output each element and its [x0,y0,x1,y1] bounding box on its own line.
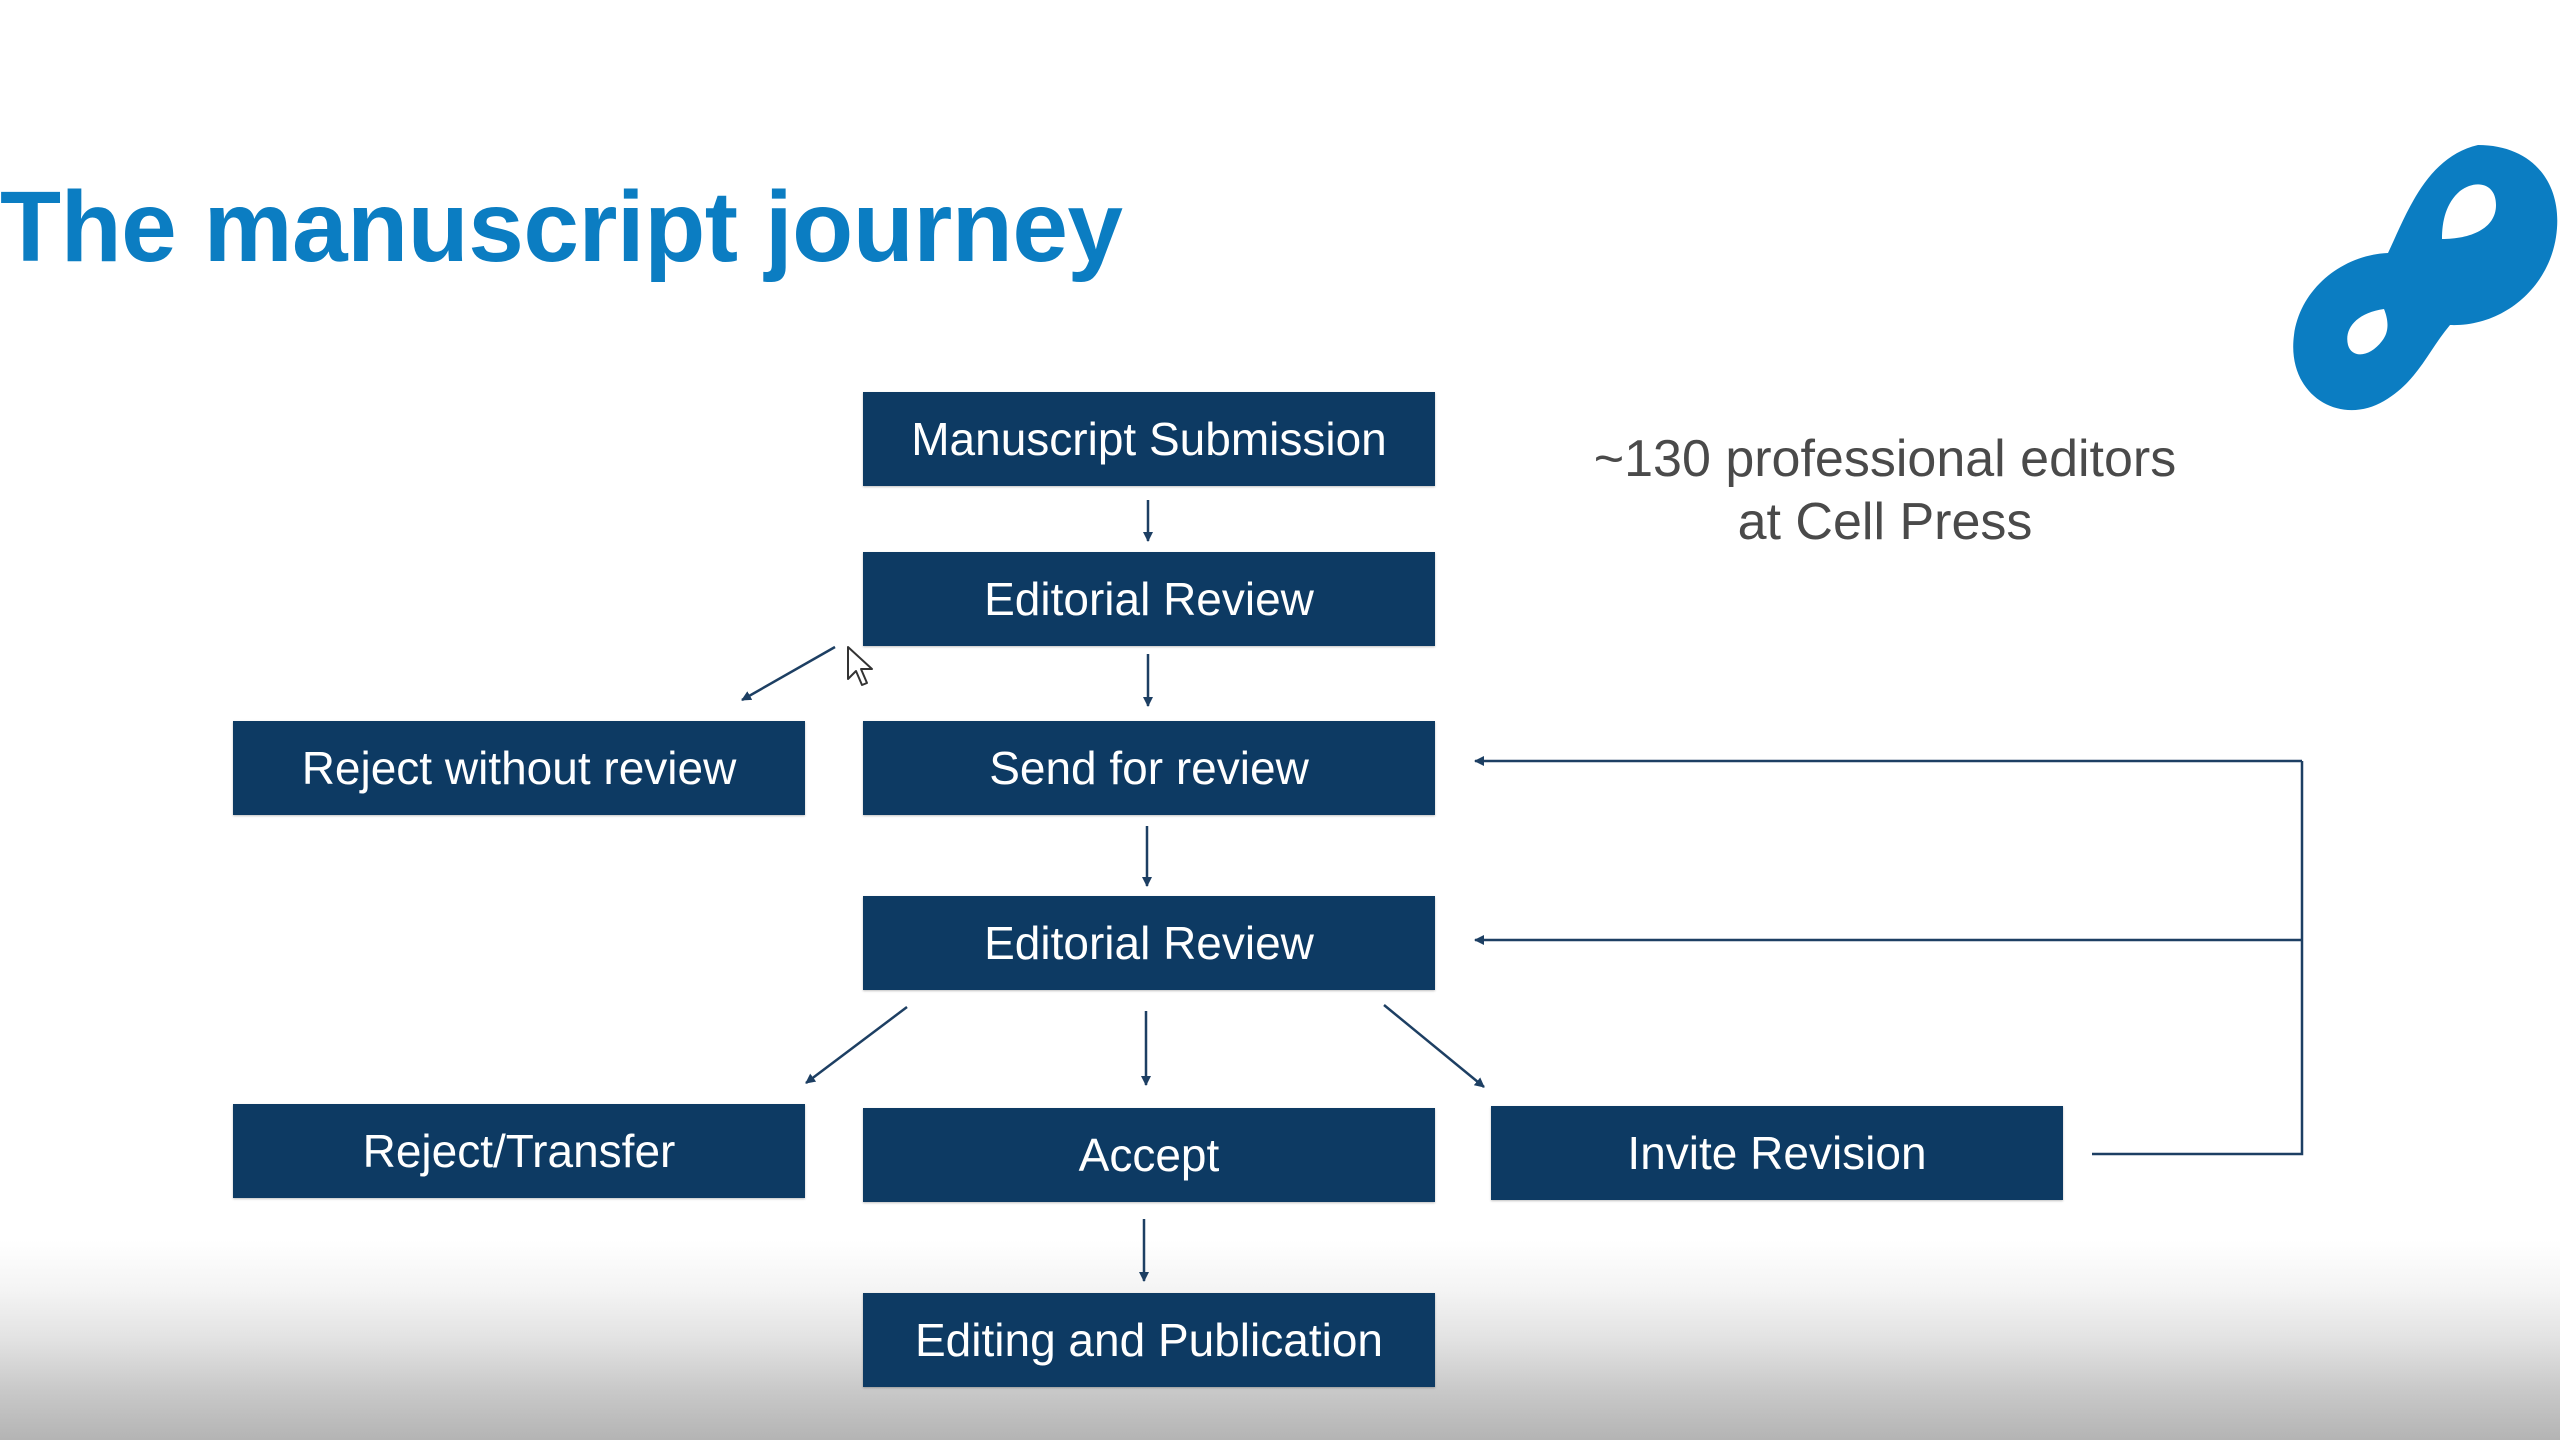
edge-review-to-invite-revision [1383,1004,1485,1088]
slide-title: The manuscript journey [0,171,1123,283]
node-accept: Accept [863,1108,1435,1202]
mouse-pointer-icon [847,646,873,686]
editors-note: ~130 professional editors at Cell Press [1540,428,2230,554]
editors-note-line-1: ~130 professional editors [1593,430,2177,488]
node-editorial-review-post: Editorial Review [863,896,1435,990]
node-manuscript-submission: Manuscript Submission [863,392,1435,486]
editors-note-line-2: at Cell Press [1737,493,2033,551]
node-send-for-review: Send for review [863,721,1435,815]
node-reject-transfer: Reject/Transfer [233,1104,805,1198]
edge-revision-loop [2092,761,2304,1156]
node-editorial-review-initial: Editorial Review [863,552,1435,646]
logo-shape [2293,145,2558,411]
node-invite-revision: Invite Revision [1491,1106,2063,1200]
edge-review-to-reject-transfer [805,1006,908,1084]
cell-press-logo-icon [2293,145,2558,411]
node-editing-and-publication: Editing and Publication [863,1293,1435,1387]
edge-review-to-reject-without-review [741,645,836,702]
node-reject-without-review: Reject without review [233,721,805,815]
